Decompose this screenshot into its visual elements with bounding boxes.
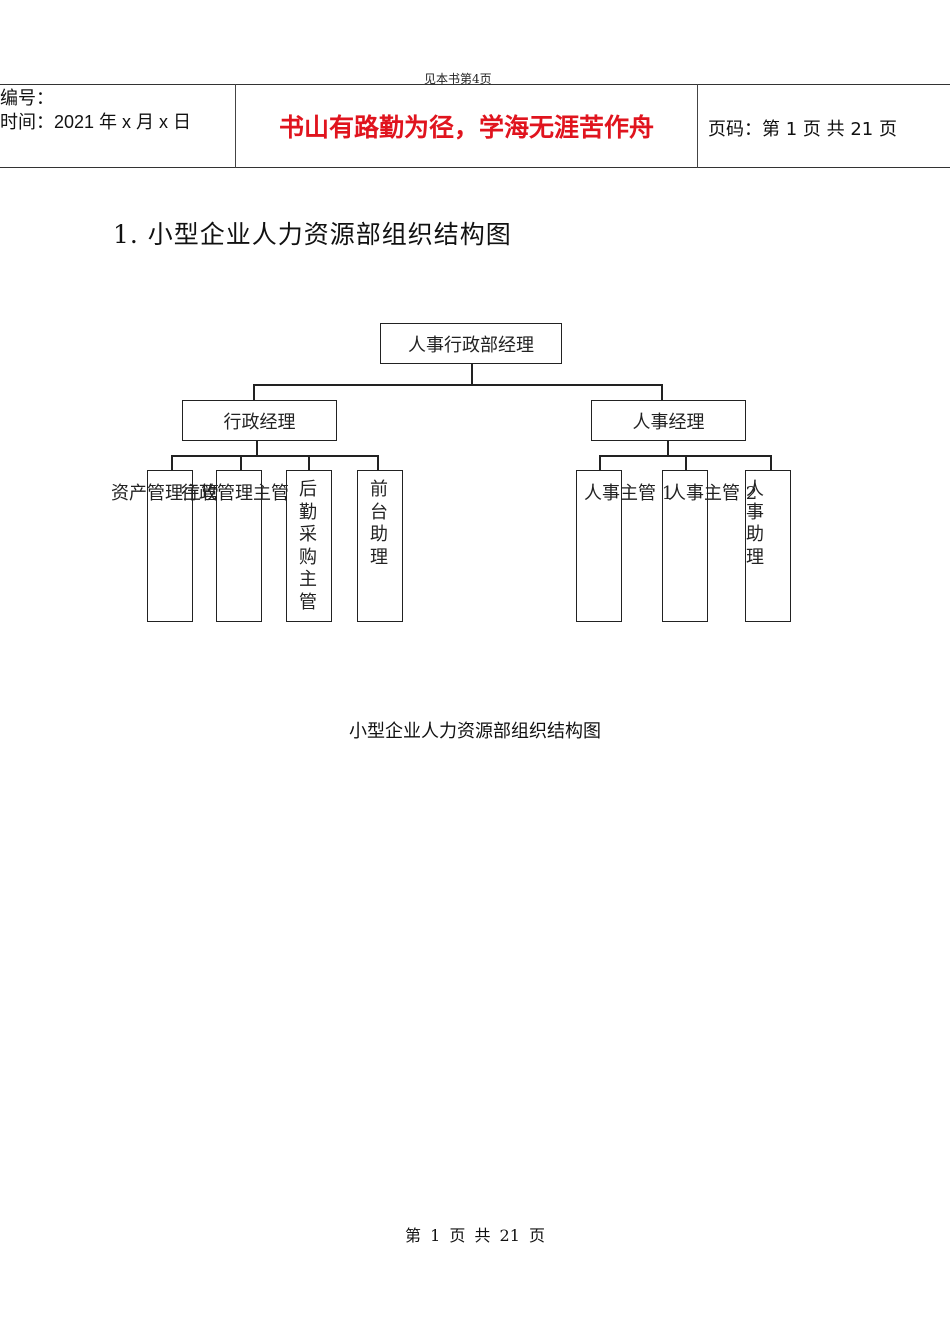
- connector-hr-2: [685, 455, 687, 470]
- org-label-hr-assistant: 人事助理: [746, 479, 764, 568]
- org-label-front-desk: 前台助理: [370, 479, 388, 568]
- connector-hr-down: [667, 441, 669, 456]
- page-footer: 第 1 页 共 21 页: [405, 1226, 545, 1245]
- connector-hr-1: [599, 455, 601, 470]
- time-label: 时间：2021 年 x 月 x 日: [0, 112, 192, 132]
- figure-caption: 小型企业人力资源部组织结构图: [349, 721, 601, 742]
- org-box-hr-supervisor-1: [576, 470, 622, 622]
- top-note: 见本书第4页: [424, 72, 492, 86]
- org-label-hr-supervisor-2: 人事主管 2: [668, 483, 758, 504]
- header-bottom-border: [0, 167, 950, 168]
- connector-admin-bar: [171, 455, 378, 457]
- org-box-admin-manager: [182, 400, 337, 441]
- org-label-logistics-supervisor: 后勤采购主管: [299, 479, 317, 613]
- section-title: 1. 小型企业人力资源部组织结构图: [113, 220, 512, 249]
- header-divider-right: [697, 84, 698, 168]
- org-box-admin-supervisor: [216, 470, 262, 622]
- org-box-front-desk: [357, 470, 403, 622]
- org-box-hr-supervisor-2: [662, 470, 708, 622]
- org-label-hr-supervisor-1: 人事主管 1: [584, 483, 674, 504]
- org-label-admin-manager: 行政经理: [223, 412, 296, 433]
- org-label-root: 人事行政部经理: [408, 335, 534, 356]
- org-box-logistics-supervisor: [286, 470, 332, 622]
- connector-managers-bar: [253, 384, 662, 386]
- org-label-admin-supervisor: 行政管理主管: [181, 483, 289, 504]
- connector-to-hr-manager: [661, 384, 663, 400]
- org-label-asset-supervisor: 资产管理主管: [111, 483, 219, 504]
- org-label-hr-manager: 人事经理: [632, 412, 705, 433]
- header-divider-left: [235, 84, 236, 168]
- serial-label: 编号：: [0, 88, 54, 108]
- org-box-hr-manager: [591, 400, 746, 441]
- connector-hr-3: [770, 455, 772, 470]
- header-page-info: 页码：第 1 页 共 21 页: [708, 119, 897, 140]
- connector-admin-down: [256, 441, 258, 456]
- org-box-root: [380, 323, 562, 364]
- org-box-asset-supervisor: [147, 470, 193, 622]
- connector-admin-1: [171, 455, 173, 470]
- org-box-hr-assistant: [745, 470, 791, 622]
- connector-admin-2: [240, 455, 242, 470]
- header-motto: 书山有路勤为径，学海无涯苦作舟: [278, 113, 654, 142]
- connector-admin-3: [308, 455, 310, 470]
- connector-root-down: [471, 364, 473, 385]
- connector-admin-4: [377, 455, 379, 470]
- connector-to-admin-manager: [253, 384, 255, 400]
- header-top-border: [0, 84, 950, 85]
- header-left-cell: 编号： 时间：2021 年 x 月 x 日: [0, 86, 191, 134]
